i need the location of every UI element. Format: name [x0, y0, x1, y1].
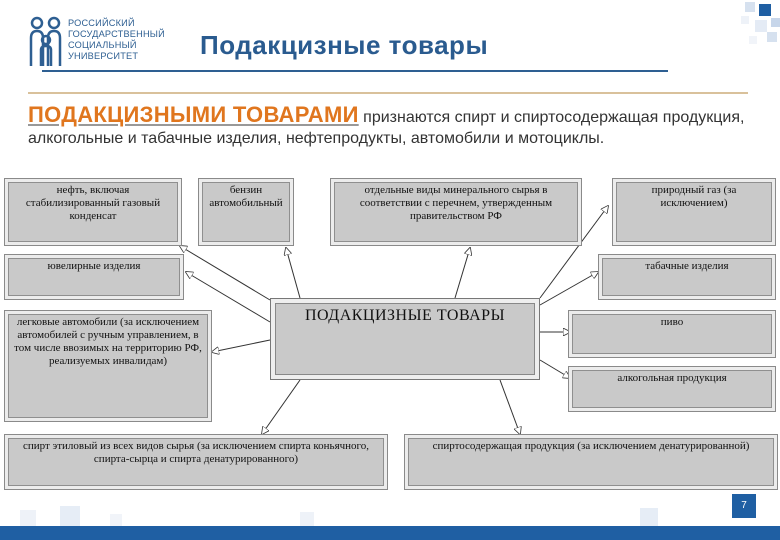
arrow-to-cars [212, 339, 271, 352]
arrow-to-ethyl [262, 379, 301, 434]
center-excisable-goods: ПОДАКЦИЗНЫЕ ТОВАРЫ [270, 298, 540, 380]
logo-text: РОССИЙСКИЙ ГОСУДАРСТВЕННЫЙ СОЦИАЛЬНЫЙ УН… [68, 18, 168, 62]
box-beer: пиво [568, 310, 776, 358]
intro-text: признаются спирт и спиртосодержащая прод… [28, 109, 745, 147]
logo-line: РОССИЙСКИЙ [68, 18, 135, 28]
page-number: 7 [732, 494, 756, 518]
arrow-to-alcohol-containing [499, 379, 520, 434]
university-logo: РОССИЙСКИЙ ГОСУДАРСТВЕННЫЙ СОЦИАЛЬНЫЙ УН… [28, 16, 168, 76]
arrow-to-minerals [454, 248, 470, 299]
logo-line: УНИВЕРСИТЕТ [68, 51, 139, 61]
people-logo-icon [29, 16, 62, 66]
box-oil-condensate: нефть, включая стабилизированный газовый… [4, 178, 182, 246]
arrow-to-alcohol [539, 359, 570, 378]
arrow-to-jewelry [186, 272, 271, 323]
box-alcohol: алкогольная продукция [568, 366, 776, 412]
slide-title: Подакцизные товары [200, 30, 489, 60]
box-natural-gas: природный газ (за исключением) [612, 178, 776, 246]
intro-lead: Подакцизными товарами [28, 102, 359, 127]
arrow-to-gasoline [286, 248, 301, 299]
box-cars: легковые автомобили (за исключением авто… [4, 310, 212, 422]
decorative-squares [741, 2, 780, 44]
box-tobacco: табачные изделия [598, 254, 776, 300]
header-divider [42, 70, 668, 72]
arrow-to-gas [539, 206, 608, 299]
arrow-to-oil [180, 246, 271, 301]
box-alcohol-containing: спиртосодержащая продукция (за исключени… [404, 434, 778, 490]
footer-bar [0, 526, 780, 540]
intro-paragraph: Подакцизными товарами признаются спирт и… [28, 104, 748, 149]
logo-line: ГОСУДАРСТВЕННЫЙ [68, 29, 165, 39]
box-ethyl-spirit: спирт этиловый из всех видов сырья (за и… [4, 434, 388, 490]
box-minerals: отдельные виды минерального сырья в соот… [330, 178, 582, 246]
box-gasoline: бензин автомобильный [198, 178, 294, 246]
intro-divider [28, 92, 748, 94]
footer-decor [20, 506, 658, 526]
arrow-to-tobacco [539, 272, 598, 306]
box-jewelry: ювелирные изделия [4, 254, 184, 300]
logo-line: СОЦИАЛЬНЫЙ [68, 40, 137, 50]
